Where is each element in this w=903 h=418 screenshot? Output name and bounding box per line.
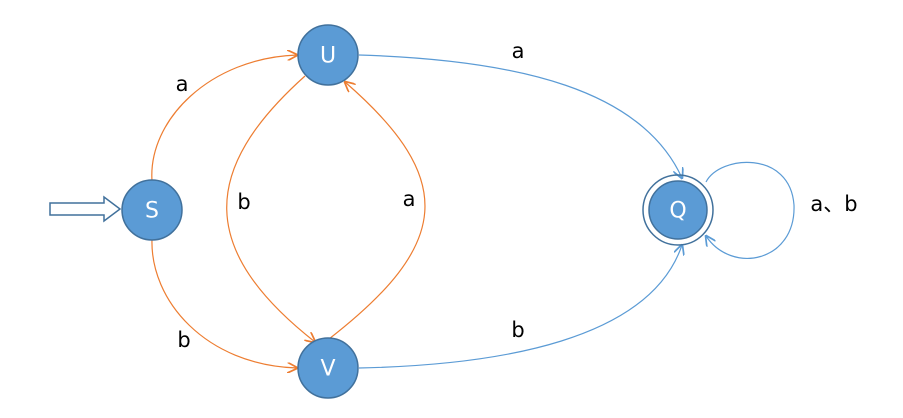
edge-s-to-v-label: b [177,328,190,352]
edge-u-to-v-label: b [237,190,250,214]
state-v-label: V [320,357,335,382]
edge-v-to-u [328,82,426,340]
edge-u-to-q-label: a [512,39,525,63]
state-s: S [121,179,183,241]
edge-q-self-loop [706,161,795,259]
state-q: Q [642,174,714,246]
edge-s-to-u [151,55,297,182]
state-q-circle [648,180,708,240]
state-s-circle [121,179,183,241]
edge-v-to-q-label: b [511,318,524,342]
state-v: V [297,337,359,399]
edge-s-to-u-label: a [176,72,189,96]
state-q-outer-ring [642,174,714,246]
start-arrow [49,195,122,223]
edge-s-to-v [151,238,297,368]
state-u: U [297,24,359,86]
state-v-circle [297,337,359,399]
edge-q-self-loop-label: a、b [810,192,857,216]
state-q-label: Q [669,199,686,224]
state-s-label: S [145,199,159,224]
state-u-circle [297,24,359,86]
edge-v-to-q [358,245,682,369]
state-u-label: U [320,44,336,69]
edge-u-to-v [226,75,315,342]
edge-v-to-u-label: a [403,187,416,211]
edge-u-to-q [358,54,682,178]
